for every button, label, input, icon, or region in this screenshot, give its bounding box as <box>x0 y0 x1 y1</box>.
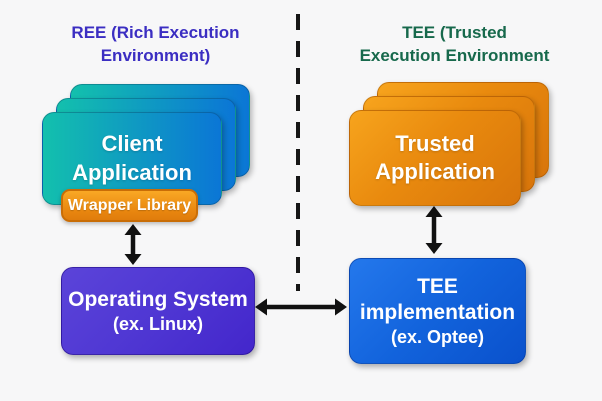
ree-title-line1: REE (Rich Execution <box>71 23 240 42</box>
trusted-application-label: Trusted Application <box>375 130 495 184</box>
double-headed-vertical-arrow-icon-right <box>425 206 443 254</box>
operating-system-box: Operating System (ex. Linux) <box>61 267 255 355</box>
client-application-label: Client Application <box>72 131 192 185</box>
operating-system-sublabel: (ex. Linux) <box>112 314 203 335</box>
operating-system-label: Operating System <box>68 287 248 311</box>
tee-title-line1: TEE (Trusted <box>402 23 507 42</box>
tee-implementation-label: TEE implementation <box>359 274 516 324</box>
tee-title: TEE (Trusted Execution Environment <box>332 22 577 68</box>
ree-tee-divider-line <box>296 14 300 291</box>
double-headed-horizontal-arrow-icon <box>255 298 347 316</box>
ree-title-line2: Environment) <box>100 45 211 65</box>
wrapper-library-badge: Wrapper Library <box>61 189 198 222</box>
ree-title: REE (Rich Execution Environment) <box>28 22 283 68</box>
double-headed-vertical-arrow-icon-left <box>124 224 142 265</box>
tee-implementation-sublabel: (ex. Optee) <box>390 327 485 348</box>
wrapper-library-label: Wrapper Library <box>67 196 192 214</box>
tee-title-line2: Execution Environment <box>359 45 550 65</box>
trusted-application-card-front: Trusted Application <box>349 110 521 206</box>
tee-implementation-box: TEE implementation (ex. Optee) <box>349 258 526 364</box>
